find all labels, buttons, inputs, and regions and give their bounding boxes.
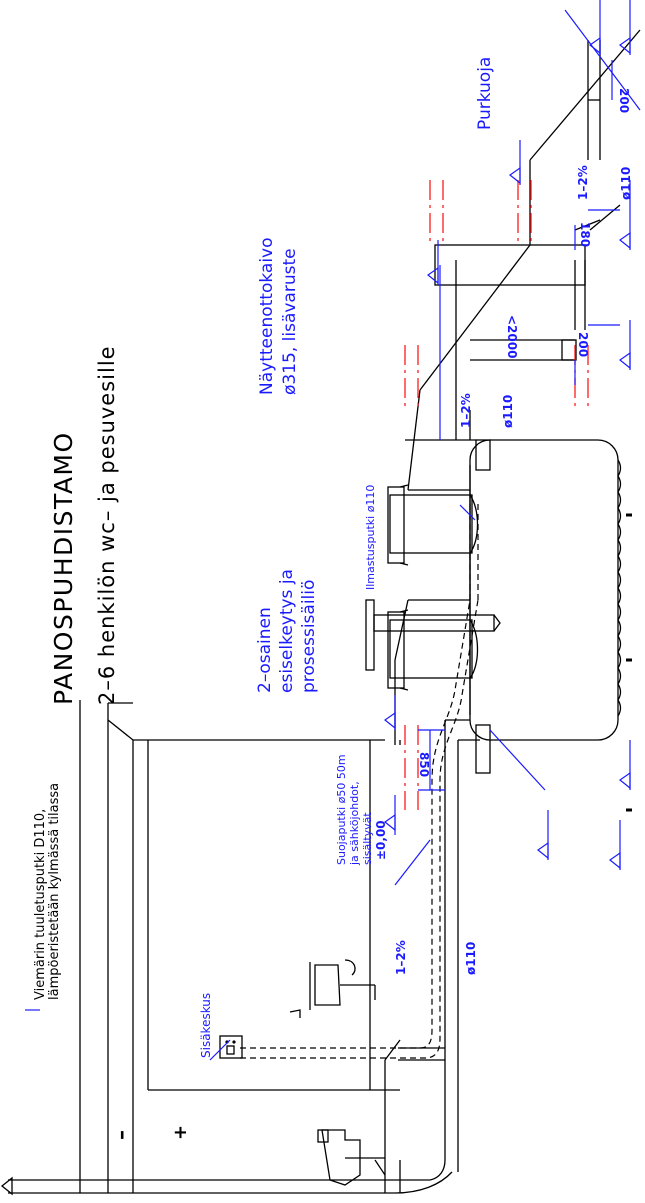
minus-sign: – bbox=[109, 1130, 133, 1140]
tank-label-line1: 2–osainen bbox=[255, 607, 275, 693]
tank-risers bbox=[365, 484, 501, 691]
dim-180-label: 180 bbox=[578, 222, 592, 247]
sampling-well-label-line1: Näytteenottokaivo bbox=[257, 238, 277, 396]
protective-conduit bbox=[240, 500, 479, 1059]
diagram-title: PANOSPUHDISTAMO bbox=[49, 431, 78, 705]
toilet bbox=[317, 1129, 386, 1186]
protective-pipe-label-line2: ja sähköjohdot, bbox=[348, 781, 361, 866]
tank-label-line2: esiselkeytys ja bbox=[277, 569, 297, 693]
dimension-labels: ±0,00 1–2% ø110 850 1–2% ø110 <2000 200 … bbox=[374, 88, 633, 975]
sign-labels: – + bbox=[109, 1125, 191, 1140]
depth-850-label: 850 bbox=[417, 752, 431, 777]
pipe-label-2: ø110 bbox=[501, 395, 515, 428]
vent-pipe bbox=[0, 1176, 395, 1196]
indoor-unit-label: Sisäkeskus bbox=[199, 993, 213, 1058]
cut-lines bbox=[404, 180, 589, 810]
depth-2000-label: <2000 bbox=[505, 315, 519, 358]
dim-200-b-label: 200 bbox=[617, 88, 631, 113]
dimension-lines bbox=[25, 9, 641, 1061]
ground-lines bbox=[79, 29, 641, 1193]
outlet-ditch-label: Purkuoja bbox=[475, 57, 495, 130]
diagram-subtitle: 2–6 henkilön wc– ja pesuvesille bbox=[95, 345, 119, 705]
level-zero-label: ±0,00 bbox=[374, 820, 388, 860]
drain-pipe bbox=[394, 719, 480, 1194]
title-block: PANOSPUHDISTAMO 2–6 henkilön wc– ja pesu… bbox=[49, 345, 119, 705]
tank-label-line3: prosessisäiliö bbox=[299, 580, 319, 693]
sink bbox=[289, 959, 376, 1018]
sampling-well bbox=[434, 40, 621, 440]
vent-pipe-label-line1: Viemärin tuuletusputki D110, bbox=[33, 809, 48, 1000]
slope-label-2: 1–2% bbox=[459, 393, 473, 428]
protective-pipe-label-line1: Suojaputki ø50 50m bbox=[335, 754, 348, 865]
aeration-pipe-label: Ilmastusputki ø110 bbox=[364, 485, 377, 590]
protective-pipe-label-line3: sisältyvät bbox=[361, 812, 374, 865]
dim-200-a-label: 200 bbox=[576, 332, 590, 357]
pipe-label-3: ø110 bbox=[619, 167, 633, 200]
slope-label-1: 1–2% bbox=[394, 940, 408, 975]
annotations: Viemärin tuuletusputki D110, lämpöeriste… bbox=[33, 57, 495, 1058]
vent-pipe-label-line2: lämpöeristetään kylmässä tilassa bbox=[47, 783, 62, 1000]
plus-sign: + bbox=[170, 1125, 191, 1140]
treatment-tank bbox=[405, 439, 632, 812]
level-markers bbox=[383, 0, 631, 870]
slope-label-3: 1–2% bbox=[576, 165, 590, 200]
sampling-well-label-line2: ø315, lisävaruste bbox=[280, 248, 300, 395]
indoor-control-unit bbox=[219, 1035, 243, 1059]
pipe-label-1: ø110 bbox=[464, 942, 478, 975]
